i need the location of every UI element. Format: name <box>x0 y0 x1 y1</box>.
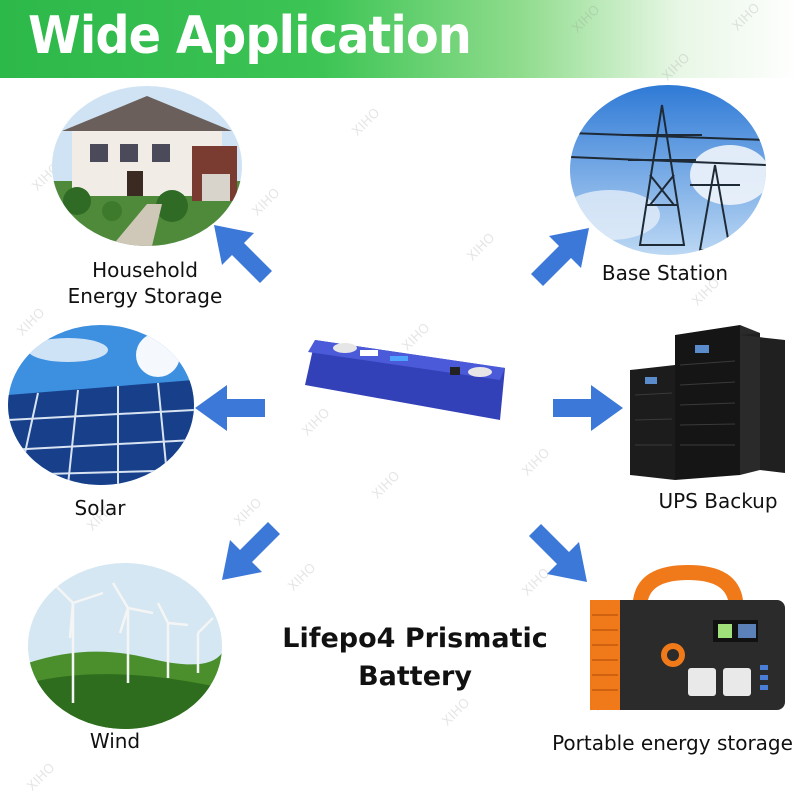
watermark: XIHO <box>249 185 284 220</box>
watermark: XIHO <box>349 105 384 140</box>
base-station-image <box>570 85 766 255</box>
product-title: Lifepo4 Prismatic Battery <box>255 620 575 696</box>
portable-station-image <box>578 560 798 725</box>
household-label: Household Energy Storage <box>55 257 235 309</box>
household-image <box>52 86 242 246</box>
household-label-line1: Household <box>92 258 198 282</box>
product-title-line2: Battery <box>358 661 472 692</box>
watermark: XIHO <box>464 230 499 265</box>
watermark: XIHO <box>14 305 49 340</box>
portable-label: Portable energy storage <box>552 731 793 755</box>
wind-label: Wind <box>89 729 141 753</box>
arrow-to-ups-icon <box>553 385 623 431</box>
watermark: XIHO <box>24 760 59 795</box>
watermark: XIHO <box>369 468 404 503</box>
arrow-to-portable-icon <box>529 524 587 582</box>
wind-image <box>28 563 222 729</box>
ups-image <box>620 325 790 490</box>
ups-label: UPS Backup <box>658 489 778 513</box>
arrow-to-household-icon <box>214 225 272 283</box>
solar-label: Solar <box>74 496 126 520</box>
product-title-line1: Lifepo4 Prismatic <box>282 623 548 654</box>
page-title: Wide Application <box>28 6 472 66</box>
header-banner: Wide Application <box>0 0 800 78</box>
arrow-to-solar-icon <box>195 385 265 431</box>
watermark: XIHO <box>285 560 320 595</box>
base-station-label: Base Station <box>601 261 729 285</box>
arrow-to-wind-icon <box>222 522 280 580</box>
watermark: XIHO <box>519 445 554 480</box>
solar-image <box>8 325 194 485</box>
arrow-to-base-station-icon <box>531 228 589 286</box>
battery-image <box>300 330 515 435</box>
watermark: XIHO <box>439 695 474 730</box>
household-label-line2: Energy Storage <box>67 284 223 308</box>
